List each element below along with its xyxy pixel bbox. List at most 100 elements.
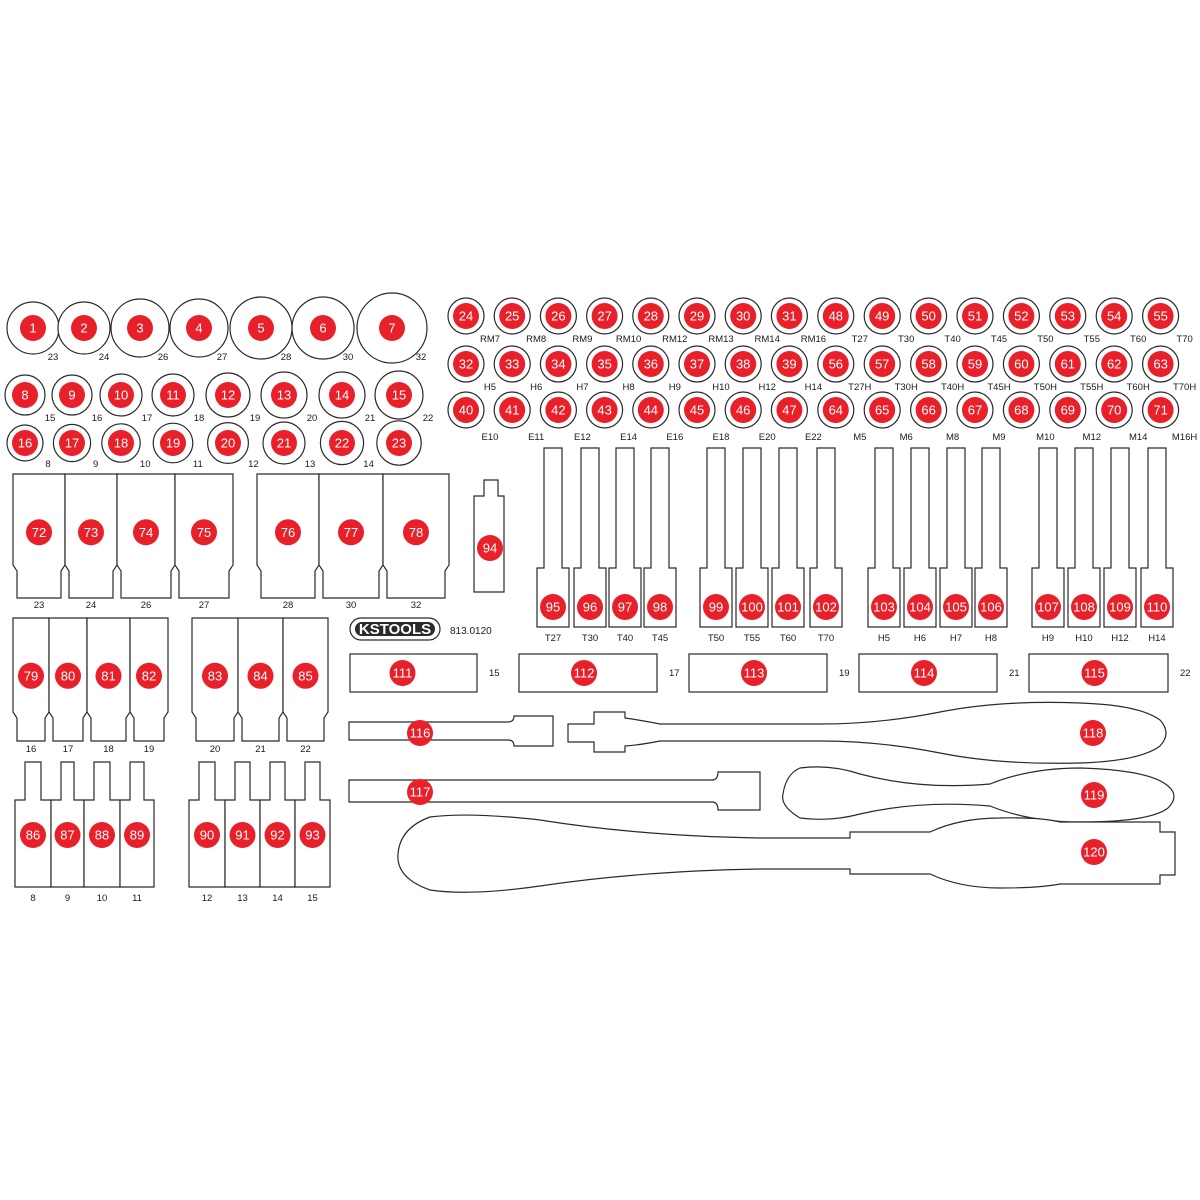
part-marker-84 [247,662,274,689]
size-label-1: 23 [48,352,59,363]
part-number-71: 71 [1153,403,1167,418]
logo-badge [355,622,435,636]
part-marker-23 [386,430,412,456]
part-marker-111 [389,660,416,686]
part-number-45: 45 [690,403,704,418]
part-number-16: 16 [18,436,32,451]
part-number-115: 115 [1084,666,1105,681]
part-number-72: 72 [32,525,46,540]
part-marker-82 [136,662,162,689]
part-number-101: 101 [777,600,799,615]
part-number-17: 17 [65,436,79,451]
part-marker-9 [59,382,85,408]
part-marker-38 [730,351,757,377]
part-marker-18 [108,430,134,456]
size-label-80: 17 [63,744,74,755]
part-number-36: 36 [644,357,658,372]
part-number-40: 40 [459,403,473,418]
long-bit-cutout-98 [643,447,677,628]
size-label-38: H12 [758,382,775,393]
part-marker-58 [915,351,942,377]
size-label-105: H7 [950,633,962,644]
part-number-50: 50 [921,309,935,324]
part-marker-19 [160,430,186,456]
part-marker-105 [943,594,969,620]
part-marker-107 [1035,594,1061,620]
part-number-35: 35 [597,357,611,372]
part-marker-10 [108,382,134,408]
part-marker-21 [271,430,297,456]
size-label-93: 15 [307,893,318,904]
part-number-62: 62 [1107,357,1121,372]
part-marker-54 [1101,303,1128,329]
size-label-16: 8 [45,459,50,470]
part-number-23: 23 [392,436,406,451]
size-label-2: 24 [99,352,110,363]
part-number-12: 12 [221,388,235,403]
part-marker-48 [822,303,849,329]
size-label-82: 19 [144,744,155,755]
part-marker-72 [26,519,52,546]
size-label-35: H8 [623,382,635,393]
part-number-113: 113 [744,666,765,681]
size-label-83: 20 [210,744,221,755]
part-marker-27 [591,303,618,329]
size-label-98: T45 [652,633,668,644]
part-number-75: 75 [197,525,211,540]
part-number-120: 120 [1083,845,1105,860]
part-number-49: 49 [875,309,889,324]
part-marker-32 [453,351,479,377]
size-label-110: H14 [1148,633,1165,644]
size-label-27: RM10 [616,334,641,345]
size-label-62: T60H [1127,382,1150,393]
part-number-29: 29 [690,309,704,324]
part-number-53: 53 [1061,309,1075,324]
part-marker-85 [292,662,319,689]
part-number-70: 70 [1107,403,1121,418]
part-number-54: 54 [1107,309,1121,324]
long-bit-cutout-95 [536,447,570,628]
part-number-58: 58 [921,357,935,372]
part-number-18: 18 [114,436,128,451]
size-label-39: H14 [805,382,822,393]
part-marker-102 [813,594,839,620]
part-marker-49 [869,303,896,329]
part-number-3: 3 [136,321,143,336]
size-label-91: 13 [237,893,248,904]
part-marker-100 [739,594,765,620]
size-label-92: 14 [272,893,283,904]
size-label-19: 11 [193,459,203,470]
size-label-112: 17 [669,668,680,679]
size-label-31: RM16 [801,334,826,345]
part-marker-116 [407,720,433,746]
size-label-89: 11 [132,893,142,904]
size-label-68: M10 [1036,432,1054,443]
part-marker-15 [386,382,412,408]
part-marker-112 [571,660,597,686]
part-number-74: 74 [139,525,153,540]
part-number-86: 86 [26,828,40,843]
part-number-107: 107 [1037,600,1059,615]
part-number-25: 25 [505,309,519,324]
part-number-65: 65 [875,403,889,418]
size-label-97: T40 [617,633,633,644]
long-bit-cutout-99 [699,447,733,628]
product-code: 813.0120 [450,626,492,637]
part-marker-56 [822,351,849,377]
part-number-60: 60 [1014,357,1028,372]
part-number-99: 99 [709,600,723,615]
size-label-72: 23 [34,600,45,611]
part-number-24: 24 [459,309,473,324]
part-marker-76 [275,519,301,546]
size-label-61: T55H [1080,382,1103,393]
size-label-46: E20 [759,432,776,443]
part-marker-66 [915,397,942,423]
size-label-8: 15 [45,413,56,424]
size-label-85: 22 [300,744,311,755]
part-number-41: 41 [505,403,519,418]
part-marker-93 [299,822,326,848]
part-number-104: 104 [909,600,931,615]
size-label-95: T27 [545,633,561,644]
size-label-103: H5 [878,633,890,644]
size-label-66: M8 [946,432,959,443]
